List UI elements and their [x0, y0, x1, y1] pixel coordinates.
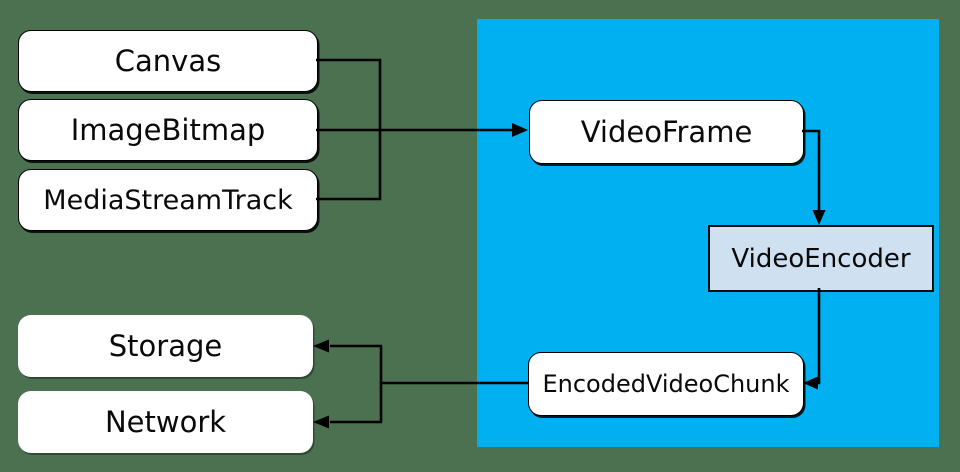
node-imagebitmap-label: ImageBitmap	[70, 112, 266, 147]
node-storage-label: Storage	[108, 328, 223, 363]
arrowhead-into-network-icon	[313, 415, 329, 429]
node-canvas: Canvas	[18, 30, 318, 92]
node-storage: Storage	[18, 315, 313, 377]
arrowhead-into-storage-icon	[313, 339, 329, 353]
node-encodedvideochunk: EncodedVideoChunk	[528, 352, 804, 416]
node-videoencoder: VideoEncoder	[708, 225, 934, 292]
node-videoframe: VideoFrame	[529, 100, 804, 164]
connector-sources-junction	[316, 58, 382, 201]
node-mediastreamtrack: MediaStreamTrack	[18, 169, 318, 231]
node-mediastreamtrack-label: MediaStreamTrack	[43, 184, 293, 216]
node-videoframe-label: VideoFrame	[580, 114, 753, 149]
node-canvas-label: Canvas	[114, 43, 222, 78]
node-network: Network	[18, 391, 313, 453]
node-encodedvideochunk-label: EncodedVideoChunk	[542, 370, 790, 398]
node-imagebitmap: ImageBitmap	[18, 99, 318, 161]
node-videoencoder-label: VideoEncoder	[731, 243, 911, 274]
node-network-label: Network	[104, 404, 227, 439]
